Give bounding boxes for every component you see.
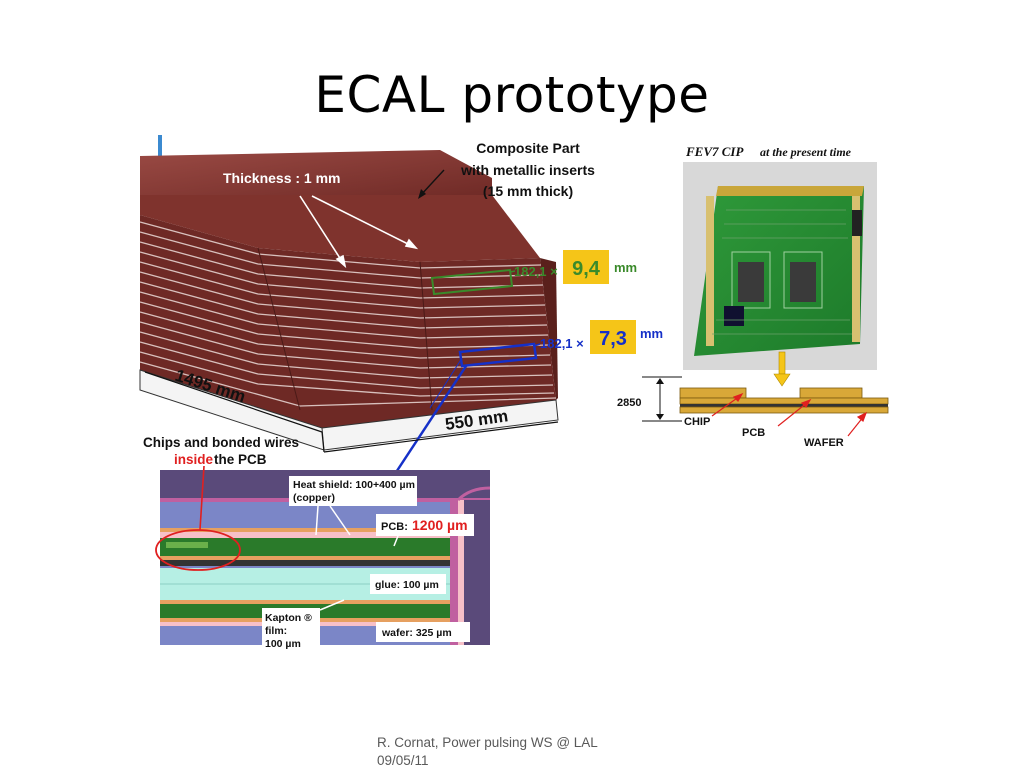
- schematic-red-arrows: [711, 392, 868, 437]
- kapton-line1: Kapton ®: [265, 612, 312, 624]
- dim1-value: 9,4: [572, 258, 601, 280]
- composite-label-line3: (15 mm thick): [483, 183, 573, 199]
- slide-footer: R. Cornat, Power pulsing WS @ LAL 09/05/…: [377, 734, 657, 770]
- pcb-word: the PCB: [214, 452, 267, 467]
- schematic-wafer-label: WAFER: [804, 437, 844, 449]
- fev7-caption-rest: at the present time: [760, 145, 852, 159]
- heat-shield-line2: (copper): [293, 492, 335, 504]
- footer-line1: R. Cornat, Power pulsing WS @ LAL: [377, 735, 598, 750]
- dim2-unit: mm: [640, 326, 663, 341]
- chips-label: Chips and bonded wires: [143, 435, 299, 450]
- accent-bar: [158, 135, 162, 157]
- heat-shield-box: [289, 476, 417, 506]
- glue-box: [370, 574, 446, 594]
- layer-lines: [139, 221, 557, 407]
- schematic-chip-label: CHIP: [684, 416, 710, 428]
- pcb-thickness-label: PCB:: [381, 521, 408, 533]
- dimension-lines: [144, 371, 559, 453]
- chip-height-label: 2850: [617, 397, 641, 409]
- kapton-line3: 100 µm: [265, 638, 301, 650]
- fev7-board-photo: [683, 162, 877, 370]
- slot-highlight-blue: [458, 342, 538, 368]
- slot-highlight-green: [430, 268, 514, 296]
- dim2-value: 7,3: [599, 328, 627, 350]
- dim1-prefix: 182,1 ×: [514, 264, 558, 279]
- structure-right-edge: [540, 258, 558, 400]
- dim2-prefix: 182,1 ×: [540, 336, 584, 351]
- inside-word: inside: [174, 452, 214, 467]
- ecal-structure: [139, 150, 559, 451]
- thickness-label: Thickness : 1 mm: [223, 170, 341, 186]
- wafer-box: [376, 622, 470, 642]
- pcb-thickness-box: [376, 514, 474, 536]
- composite-label-line2: with metallic inserts: [460, 162, 595, 178]
- fev7-down-arrow: [773, 351, 791, 387]
- composite-label-line1: Composite Part: [476, 140, 580, 156]
- footer-line2: 09/05/11: [377, 753, 429, 768]
- composite-arrow: [418, 169, 445, 199]
- structure-top-face: [140, 195, 540, 262]
- heat-shield-line1: Heat shield: 100+400 µm: [293, 479, 415, 491]
- dim1-unit: mm: [614, 260, 637, 275]
- glue-label: glue: 100 µm: [375, 579, 439, 591]
- dim2-value-box: [590, 320, 636, 354]
- chip-schematic: [642, 376, 889, 422]
- pcb-thickness-value: 1200 µm: [412, 517, 468, 533]
- slide-title: ECAL prototype: [314, 66, 710, 124]
- chips-callout-line: [199, 465, 205, 531]
- fev7-caption-bold: FEV7 CIP: [685, 144, 744, 159]
- chips-callout-ellipse: [155, 529, 241, 571]
- schematic-pcb-label: PCB: [742, 427, 765, 439]
- dim1-value-box: [563, 250, 609, 284]
- thickness-arrows: [299, 195, 419, 269]
- wafer-label: wafer: 325 µm: [381, 627, 452, 639]
- kapton-line2: film:: [265, 625, 287, 637]
- kapton-box: [262, 608, 320, 648]
- section-seams: [257, 247, 433, 411]
- composite-top: [140, 150, 492, 200]
